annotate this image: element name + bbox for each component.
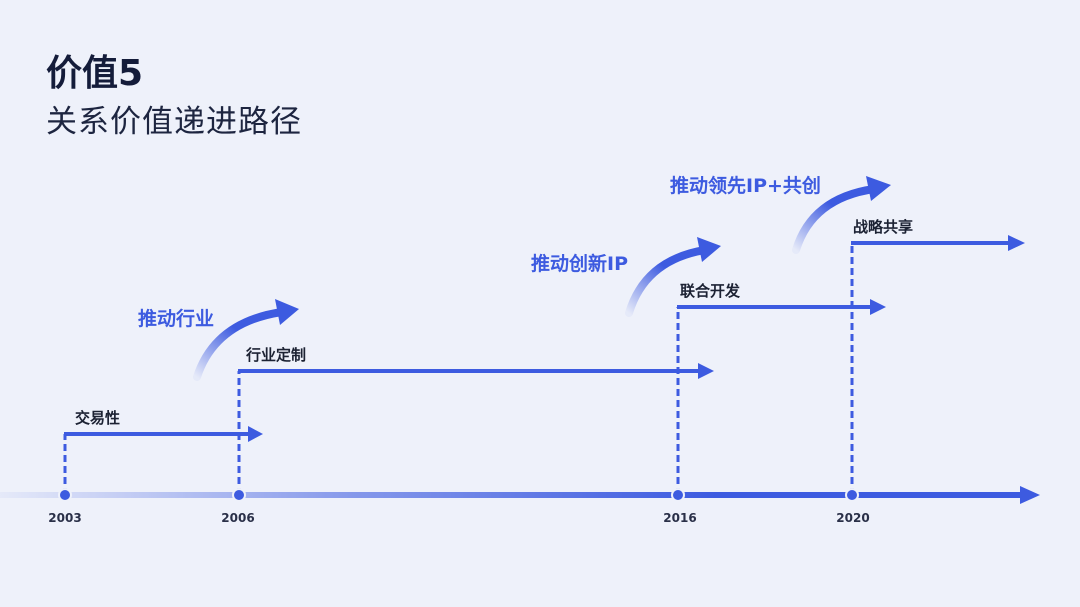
stage-label-industry-custom: 行业定制: [245, 346, 306, 364]
page-title: 价值5: [46, 53, 144, 94]
stage-label-joint-development: 联合开发: [680, 282, 741, 300]
driver-arrow-2: [625, 237, 721, 317]
stage-label-strategic-sharing: 战略共享: [853, 218, 913, 236]
stage-step-3: [676, 299, 886, 495]
driver-arrow-3: [792, 176, 891, 254]
year-label-2003: 2003: [48, 511, 81, 525]
year-label-2006: 2006: [221, 511, 254, 525]
page-subtitle: 关系价值递进路径: [46, 104, 302, 140]
stage-step-2: [237, 363, 714, 495]
year-label-2016: 2016: [663, 511, 696, 525]
stage-step-4: [850, 235, 1025, 495]
stage-label-transactional: 交易性: [75, 409, 120, 427]
driver-label-innovation-ip: 推动创新IP: [531, 252, 628, 275]
stage-step-1: [63, 426, 263, 495]
year-label-2020: 2020: [836, 511, 869, 525]
driver-arrow-1: [193, 299, 299, 381]
driver-label-industry: 推动行业: [138, 307, 214, 330]
year-markers: [58, 488, 859, 502]
time-axis: [0, 486, 1040, 504]
driver-label-leading-ip: 推动领先IP+共创: [670, 174, 821, 197]
